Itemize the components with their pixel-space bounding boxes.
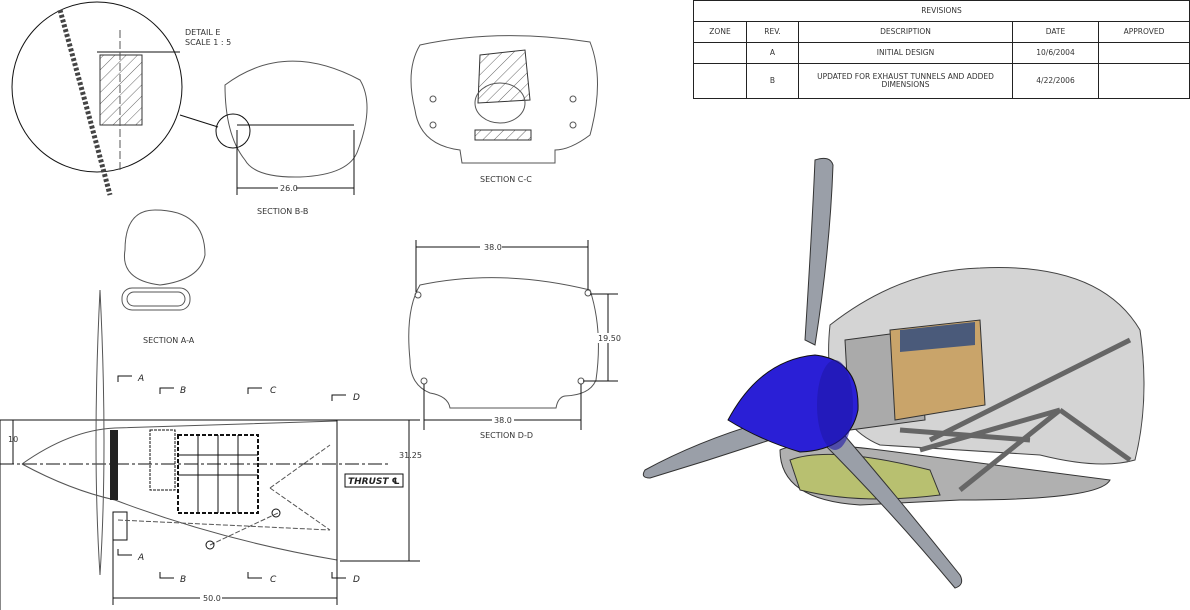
section-bb-label: SECTION B-B — [257, 207, 308, 216]
cut-c-top: C — [270, 386, 277, 396]
dim-length: 50.0 — [203, 594, 221, 603]
dd-dim-height: 19.50 — [598, 334, 621, 343]
detail-scale: SCALE 1 : 5 — [185, 38, 231, 47]
section-dd-view: 38.0 19.50 38.0 SECTION D-D — [408, 240, 621, 440]
cell-zone — [693, 62, 747, 100]
bb-dim-width: 26.0 — [280, 184, 298, 193]
section-dd-label: SECTION D-D — [480, 431, 533, 440]
dim-height: 31.25 — [399, 451, 422, 460]
cell-approved — [1098, 62, 1190, 100]
thrust-centerline-label: THRUST ℄ — [348, 477, 400, 487]
side-view: 10 31.25 50.0 THRUST ℄ A B C D A B C D — [0, 289, 422, 610]
cut-d-top: D — [353, 393, 360, 403]
section-cc-label: SECTION C-C — [480, 175, 532, 184]
isometric-render — [642, 157, 1145, 589]
cut-a-bottom: A — [137, 553, 144, 563]
cut-a-top: A — [137, 374, 144, 384]
dd-dim-bottom: 38.0 — [494, 416, 512, 425]
detail-label: DETAIL E — [185, 28, 220, 37]
cut-b-top: B — [180, 386, 186, 396]
dim-offset: 10 — [8, 435, 18, 444]
revisions-table: REVISIONS ZONE REV. DESCRIPTION DATE APP… — [693, 0, 1190, 100]
revision-row: B UPDATED FOR EXHAUST TUNNELS AND ADDED … — [693, 62, 1190, 100]
cut-c-bottom: C — [270, 575, 277, 585]
cut-b-bottom: B — [180, 575, 186, 585]
cut-d-bottom: D — [353, 575, 360, 585]
section-aa-view: SECTION A-A — [121, 209, 206, 345]
section-aa-label: SECTION A-A — [143, 336, 195, 345]
detail-e-view: DETAIL E SCALE 1 : 5 — [11, 1, 231, 196]
cell-description: UPDATED FOR EXHAUST TUNNELS AND ADDED DI… — [798, 62, 1013, 100]
section-bb-view: 26.0 SECTION B-B — [215, 60, 368, 216]
dd-dim-top: 38.0 — [484, 243, 502, 252]
section-cc-view: SECTION C-C — [410, 35, 598, 184]
